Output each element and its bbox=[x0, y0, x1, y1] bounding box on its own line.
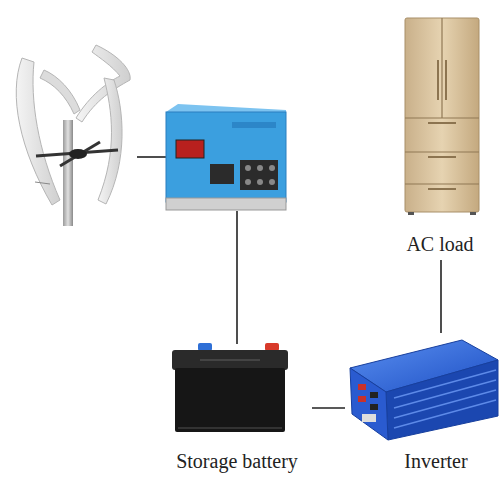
fridge-seam bbox=[405, 183, 479, 184]
picture-node: Storage battery bbox=[162, 338, 312, 475]
battery-ridge bbox=[200, 359, 260, 361]
inverter-socket bbox=[362, 414, 376, 422]
turbine-hub bbox=[69, 149, 87, 159]
fridge-seam bbox=[405, 117, 479, 118]
controller-base bbox=[166, 198, 286, 210]
picture-node: Inverter bbox=[345, 333, 497, 475]
battery-terminal-positive bbox=[265, 343, 279, 351]
fridge-door-split bbox=[441, 18, 442, 118]
fridge-handle bbox=[428, 188, 456, 190]
terminal-screw bbox=[257, 179, 263, 185]
charge-controller bbox=[166, 104, 286, 210]
fridge-handle bbox=[437, 60, 439, 100]
turbine-pole bbox=[63, 120, 73, 226]
picture-node: AC load bbox=[395, 10, 485, 260]
controller-terminals bbox=[240, 160, 278, 190]
fridge-handle bbox=[445, 60, 447, 100]
battery-ridge bbox=[178, 427, 282, 429]
terminal-screw bbox=[245, 165, 251, 171]
fridge-handle bbox=[428, 122, 456, 124]
inverter-terminal bbox=[370, 392, 378, 398]
turbine-blade bbox=[40, 70, 80, 114]
inverter-terminal bbox=[358, 384, 366, 390]
inverter-side bbox=[350, 368, 388, 440]
inverter-fin bbox=[394, 400, 496, 428]
node-label: AC load bbox=[395, 232, 485, 256]
fridge-body bbox=[405, 18, 479, 212]
wind-turbine bbox=[16, 45, 130, 226]
terminal-screw bbox=[245, 179, 251, 185]
fridge-handle bbox=[428, 156, 456, 158]
inverter-front bbox=[386, 360, 498, 440]
controller-plate bbox=[232, 122, 276, 128]
node-label: Storage battery bbox=[162, 449, 312, 473]
battery-terminal-negative bbox=[198, 343, 212, 351]
inverter-terminal bbox=[358, 396, 366, 402]
fridge-foot bbox=[470, 212, 476, 215]
controller-body bbox=[166, 112, 286, 202]
connector-wire bbox=[440, 260, 442, 333]
terminal-screw bbox=[269, 165, 275, 171]
turbine-blade bbox=[98, 78, 122, 204]
controller-display bbox=[176, 140, 204, 158]
terminal-screw bbox=[269, 179, 275, 185]
battery-body bbox=[175, 368, 285, 432]
refrigerator bbox=[405, 18, 479, 215]
turbine-arm bbox=[60, 142, 100, 166]
controller-switch bbox=[210, 164, 234, 184]
fridge-foot bbox=[408, 212, 414, 215]
turbine-detail bbox=[35, 182, 50, 184]
terminal-screw bbox=[257, 165, 263, 171]
inverter-terminal bbox=[370, 404, 378, 410]
inverter bbox=[350, 340, 498, 440]
turbine-blade bbox=[76, 45, 130, 122]
node-label: Inverter bbox=[345, 449, 497, 473]
wire bbox=[236, 211, 238, 344]
wire bbox=[137, 156, 166, 158]
battery-lid bbox=[172, 350, 288, 370]
battery bbox=[172, 343, 288, 432]
fridge-seam bbox=[405, 151, 479, 152]
connector-wire bbox=[312, 407, 345, 409]
